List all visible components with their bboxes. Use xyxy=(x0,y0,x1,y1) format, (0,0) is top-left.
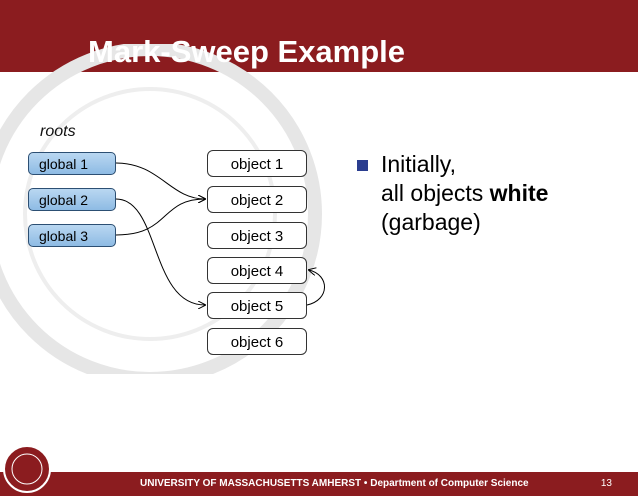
object-5-box: object 5 xyxy=(207,292,307,319)
footer-bar xyxy=(0,472,638,496)
bullet-square-icon xyxy=(357,160,368,171)
arrow-global3-object2 xyxy=(115,199,205,236)
object-6-box: object 6 xyxy=(207,328,307,355)
object-4-box: object 4 xyxy=(207,257,307,284)
object-2-box: object 2 xyxy=(207,186,307,213)
arrow-object5-object4 xyxy=(306,270,325,306)
arrow-global1-object2 xyxy=(115,162,205,199)
footer-department: Department of Computer Science xyxy=(370,478,529,489)
university-seal-watermark xyxy=(0,44,322,374)
bullet-line-3: (garbage) xyxy=(381,209,481,235)
footer-text: UNIVERSITY OF MASSACHUSETTS AMHERST • De… xyxy=(140,478,529,489)
global-3-box: global 3 xyxy=(28,224,116,247)
bullet-line-2: all objects white xyxy=(381,179,548,208)
page-number: 13 xyxy=(600,478,612,489)
bullet-text: Initially, all objects white (garbage) xyxy=(381,150,548,237)
slide-title: Mark-Sweep Example xyxy=(88,34,406,69)
roots-label: roots xyxy=(40,123,76,140)
object-1-box: object 1 xyxy=(207,150,307,177)
bullet-line-2-bold: white xyxy=(489,180,549,206)
footer-university: UNIVERSITY OF MASSACHUSETTS AMHERST xyxy=(140,478,362,489)
arrow-global2-object5 xyxy=(115,198,205,305)
global-1-box: global 1 xyxy=(28,152,116,175)
object-3-box: object 3 xyxy=(207,222,307,249)
global-2-box: global 2 xyxy=(28,188,116,211)
bullet-line-2-prefix: all objects xyxy=(381,180,490,206)
university-seal-icon xyxy=(3,445,51,493)
bullet-line-1: Initially, xyxy=(381,151,456,177)
footer-separator: • xyxy=(363,478,368,489)
